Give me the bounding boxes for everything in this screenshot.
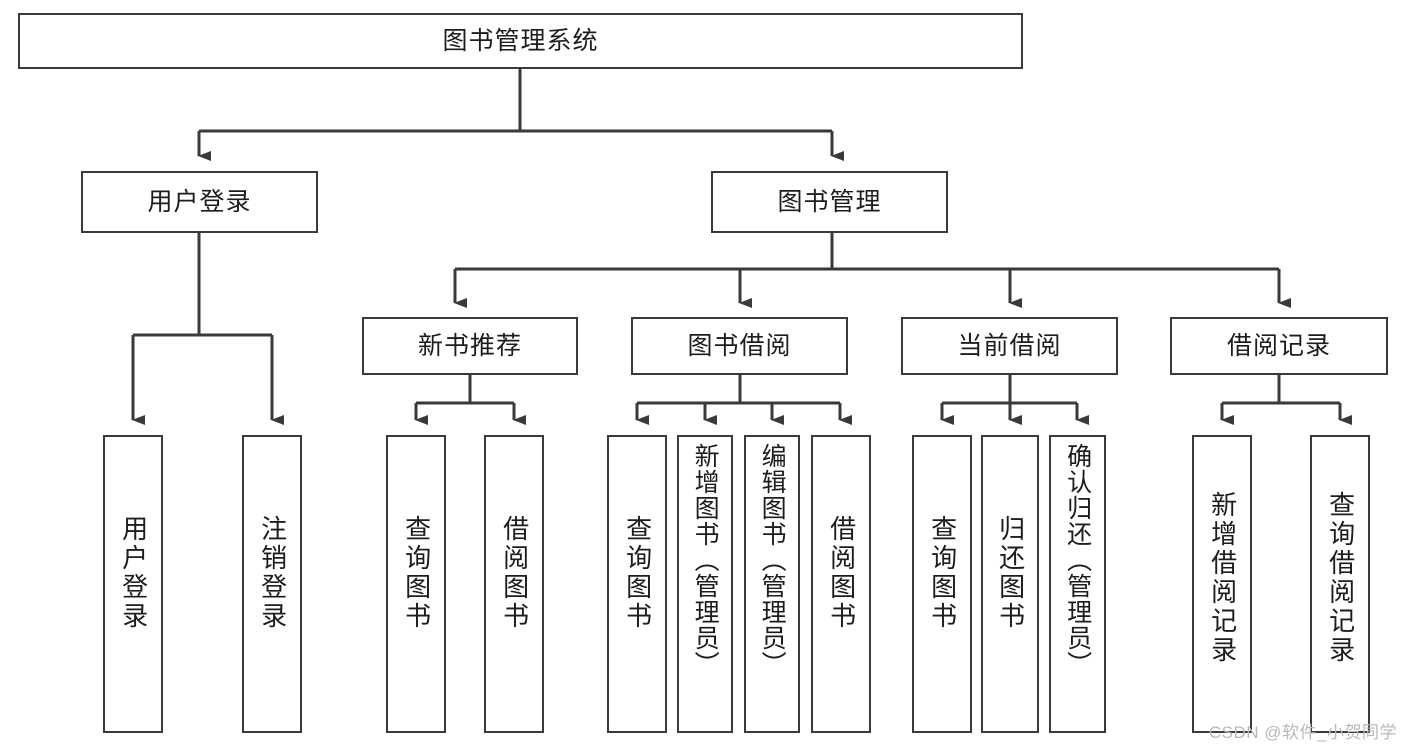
leaf-borrow-record-query[interactable]: 查询借阅记录 <box>1310 435 1370 733</box>
leaf-current-borrow-query[interactable]: 查询图书 <box>912 435 972 733</box>
leaf-user-login-login[interactable]: 用户登录 <box>103 435 163 733</box>
leaf-book-borrow-borrow[interactable]: 借阅图书 <box>811 435 871 733</box>
leaf-book-borrow-add[interactable]: 新增图书（管理员） <box>677 435 733 733</box>
node-borrow-record-label: 借阅记录 <box>1226 331 1331 360</box>
leaf-current-borrow-return[interactable]: 归还图书 <box>981 435 1039 733</box>
leaf-book-borrow-query[interactable]: 查询图书 <box>607 435 667 733</box>
node-root-label: 图书管理系统 <box>442 26 599 55</box>
leaf-user-login-logout[interactable]: 注销登录 <box>242 435 302 733</box>
leaf-current-borrow-confirm-return[interactable]: 确认归还（管理员） <box>1049 435 1106 733</box>
leaf-label: 归还图书 <box>995 515 1026 631</box>
leaf-label: 确认归还（管理员） <box>1063 443 1092 677</box>
leaf-label: 查询图书 <box>401 515 432 631</box>
leaf-label: 新增图书（管理员） <box>691 443 720 677</box>
node-current-borrow[interactable]: 当前借阅 <box>901 317 1118 375</box>
node-current-borrow-label: 当前借阅 <box>957 331 1062 360</box>
leaf-label: 查询图书 <box>927 515 958 631</box>
leaf-label: 编辑图书（管理员） <box>758 443 787 677</box>
node-user-login[interactable]: 用户登录 <box>81 171 318 233</box>
node-new-book-recommend[interactable]: 新书推荐 <box>362 317 578 375</box>
leaf-book-borrow-edit[interactable]: 编辑图书（管理员） <box>744 435 800 733</box>
leaf-label: 借阅图书 <box>499 515 530 631</box>
leaf-new-book-borrow[interactable]: 借阅图书 <box>484 435 544 733</box>
leaf-new-book-query[interactable]: 查询图书 <box>386 435 446 733</box>
node-book-borrow-label: 图书借阅 <box>687 331 792 360</box>
node-book-management-label: 图书管理 <box>777 187 882 216</box>
node-user-login-label: 用户登录 <box>147 187 252 216</box>
node-borrow-record[interactable]: 借阅记录 <box>1170 317 1388 375</box>
leaf-label: 新增借阅记录 <box>1207 491 1238 665</box>
leaf-label: 注销登录 <box>257 515 288 631</box>
node-root[interactable]: 图书管理系统 <box>18 13 1023 69</box>
watermark: CSDN @软件_小贺同学 <box>1208 723 1397 742</box>
node-book-management[interactable]: 图书管理 <box>711 171 948 233</box>
node-book-borrow[interactable]: 图书借阅 <box>631 317 848 375</box>
leaf-label: 用户登录 <box>118 515 149 631</box>
leaf-label: 查询借阅记录 <box>1325 491 1356 665</box>
leaf-label: 查询图书 <box>622 515 653 631</box>
node-new-book-recommend-label: 新书推荐 <box>417 331 522 360</box>
leaf-label: 借阅图书 <box>826 515 857 631</box>
leaf-borrow-record-add[interactable]: 新增借阅记录 <box>1192 435 1252 733</box>
